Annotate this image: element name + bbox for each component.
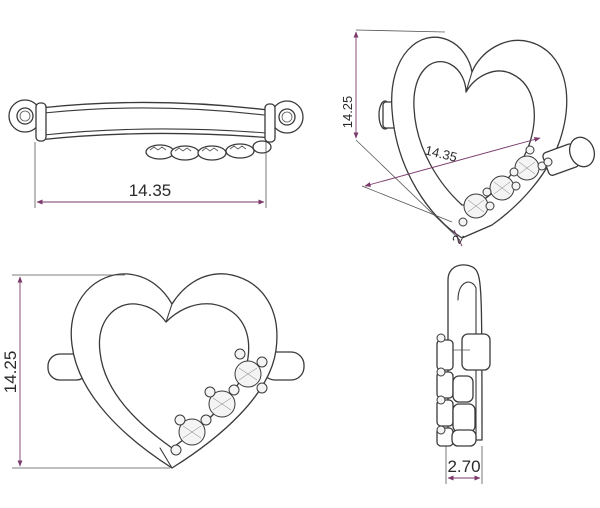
top-width-dimension: 14.35 (129, 181, 172, 200)
side-depth-dimension: 2.70 (447, 457, 480, 476)
iso-view: 14.25 14.35 2. (340, 29, 596, 247)
front-height-dimension: 14.25 (1, 351, 20, 394)
top-view: 14.35 (8, 99, 304, 208)
front-gems (170, 348, 268, 456)
right-loop (270, 100, 304, 134)
left-loop (8, 99, 42, 133)
iso-height-dimension: 14.25 (340, 96, 355, 129)
top-view-gems (145, 140, 272, 161)
side-view: 2.70 (436, 264, 491, 484)
side-gems (436, 333, 477, 447)
front-view: 14.25 (1, 273, 305, 469)
